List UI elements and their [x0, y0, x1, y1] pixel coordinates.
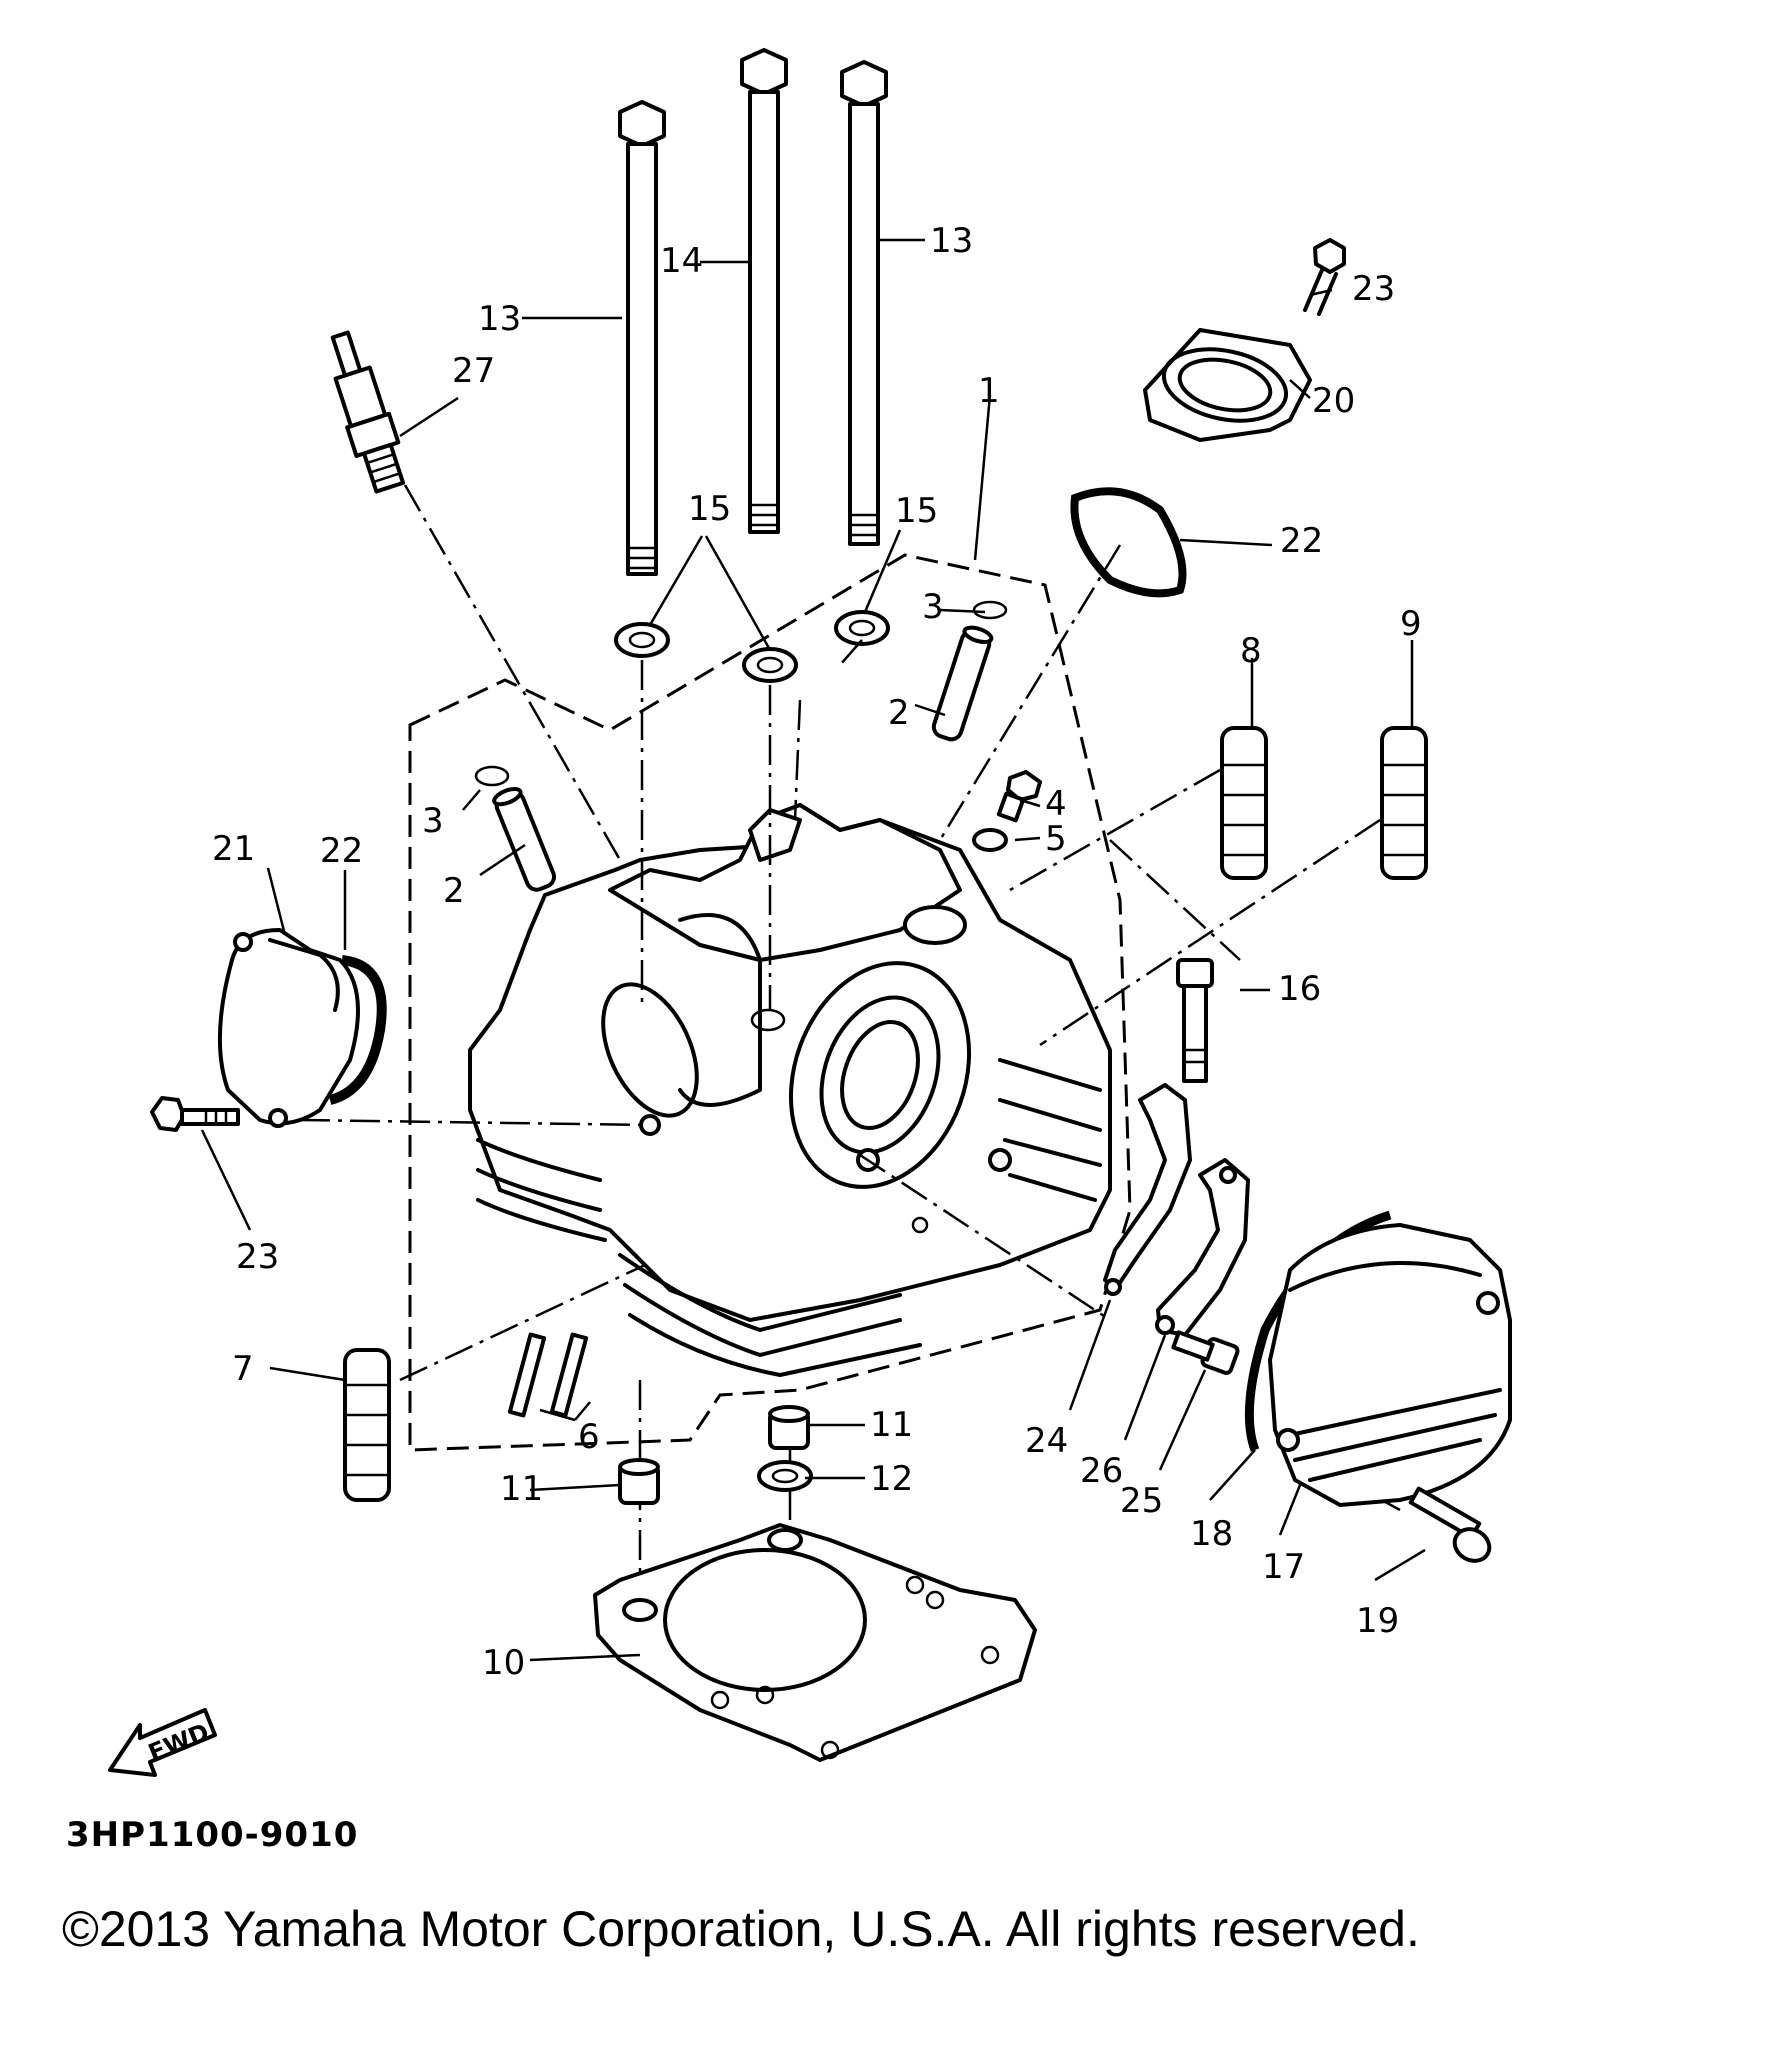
dowel-11-left	[618, 1458, 660, 1505]
dowel-8	[1220, 726, 1268, 880]
callout-8: 8	[1240, 631, 1262, 671]
callout-10: 10	[482, 1643, 525, 1683]
bolt-23-left	[150, 1096, 240, 1132]
callout-6: 6	[578, 1417, 600, 1457]
bolt-19	[1408, 1486, 1492, 1563]
callout-13-right: 13	[930, 221, 973, 261]
callout-11-left: 11	[500, 1469, 543, 1509]
callout-3-left: 3	[422, 801, 444, 841]
callout-16: 16	[1278, 969, 1321, 1009]
washer-15-left	[614, 622, 670, 658]
cylinder-head-gasket-10	[593, 1523, 1037, 1762]
callout-21: 21	[212, 829, 255, 869]
callout-25: 25	[1120, 1481, 1163, 1521]
callout-22-left: 22	[320, 831, 363, 871]
callout-26: 26	[1080, 1451, 1123, 1491]
circlip-3-right	[972, 600, 1008, 620]
callout-12: 12	[870, 1459, 913, 1499]
drawing-code: 3HP1100-9010	[66, 1815, 359, 1855]
callout-14: 14	[660, 241, 703, 281]
callout-24: 24	[1025, 1421, 1068, 1461]
bolt-4	[996, 770, 1042, 823]
bolt-23-right	[1303, 238, 1346, 316]
callout-labels: 1 2 2 3 3 4 5 6 7 8 9 10 11 11 12 13 13 …	[212, 221, 1422, 1683]
callout-5: 5	[1045, 819, 1067, 859]
washer-12	[757, 1460, 813, 1492]
callout-15-left: 15	[688, 489, 731, 529]
bolt-16	[1176, 958, 1214, 1083]
washer-15-right	[834, 610, 890, 646]
callout-2-left: 2	[443, 871, 465, 911]
callout-4: 4	[1045, 784, 1067, 824]
callout-13-left: 13	[478, 299, 521, 339]
callout-22-upper: 22	[1280, 521, 1323, 561]
callout-20: 20	[1312, 381, 1355, 421]
dowel-9	[1380, 726, 1428, 880]
head-bolt-13-right	[840, 60, 888, 546]
intake-joint-20	[1143, 328, 1312, 442]
callout-23-left: 23	[236, 1237, 279, 1277]
spark-plug-27	[330, 330, 406, 494]
cylinder-head-body	[468, 803, 1112, 1377]
gasket-22-left	[328, 955, 387, 1105]
gasket-24	[1103, 1083, 1192, 1296]
plate-26	[1155, 1158, 1250, 1337]
assembly-leader-lines	[299, 484, 1401, 1600]
callout-2-right: 2	[888, 693, 910, 733]
cover-17	[1268, 1223, 1512, 1507]
stud-bolt-6	[507, 1332, 589, 1418]
forward-direction-arrow: FWD	[108, 1708, 217, 1777]
o-ring-22-upper	[1070, 487, 1187, 598]
head-bolt-13-left	[618, 100, 666, 576]
callout-17: 17	[1262, 1547, 1305, 1587]
callout-11-right: 11	[870, 1405, 913, 1445]
callout-23-right: 23	[1352, 269, 1395, 309]
callout-leaders	[200, 238, 1426, 1662]
head-bolt-14	[740, 48, 788, 534]
valve-guide-2-right	[931, 625, 994, 742]
valve-guide-2-left	[492, 786, 557, 892]
callout-1: 1	[978, 371, 1000, 411]
callout-9: 9	[1400, 604, 1422, 644]
bolt-25	[1171, 1330, 1240, 1375]
valve-cover-21	[217, 928, 360, 1128]
callout-3-right: 3	[922, 587, 944, 627]
dowel-7	[343, 1348, 391, 1502]
callout-27: 27	[452, 351, 495, 391]
washer-15-middle	[742, 647, 798, 683]
circlip-3-left	[474, 765, 510, 787]
callout-15-right: 15	[895, 491, 938, 531]
dowel-11-right	[768, 1405, 810, 1450]
assembly-boundary-outline	[408, 553, 1132, 1452]
washer-5	[972, 828, 1008, 852]
callout-19: 19	[1356, 1601, 1399, 1641]
callout-7: 7	[232, 1349, 254, 1389]
copyright-notice: ©2013 Yamaha Motor Corporation, U.S.A. A…	[62, 1901, 1420, 1957]
callout-18: 18	[1190, 1514, 1233, 1554]
